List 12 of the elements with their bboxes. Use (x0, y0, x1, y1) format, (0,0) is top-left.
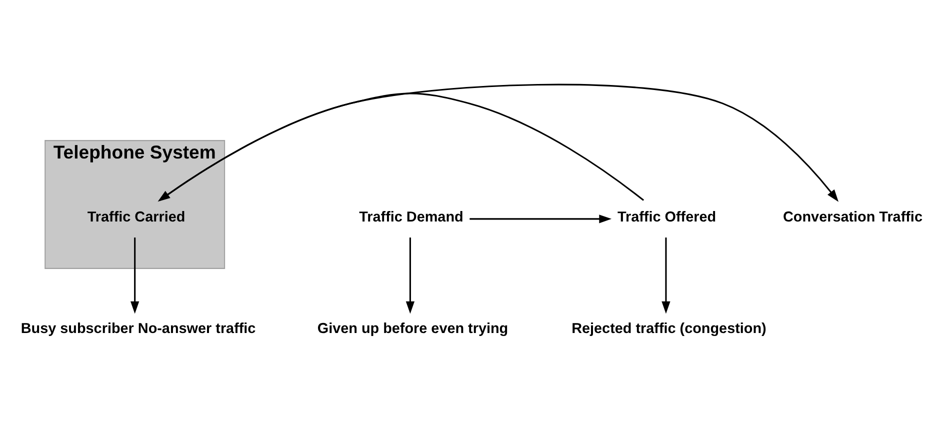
arrow (158, 92, 644, 202)
arrow (130, 238, 140, 314)
node-text: Traffic Demand (359, 210, 464, 226)
node-text: Given up before even trying (317, 321, 508, 338)
node-text: Conversation Traffic (783, 210, 922, 226)
node-text: Rejected traffic (congestion) (572, 321, 766, 338)
arrow (470, 214, 612, 224)
arrow (662, 238, 670, 314)
node-text: Traffic Offered (617, 210, 716, 226)
node-text: Busy subscriber No-answer traffic (20, 321, 256, 338)
arrow (406, 238, 415, 314)
node-text: Traffic Carried (87, 210, 186, 226)
